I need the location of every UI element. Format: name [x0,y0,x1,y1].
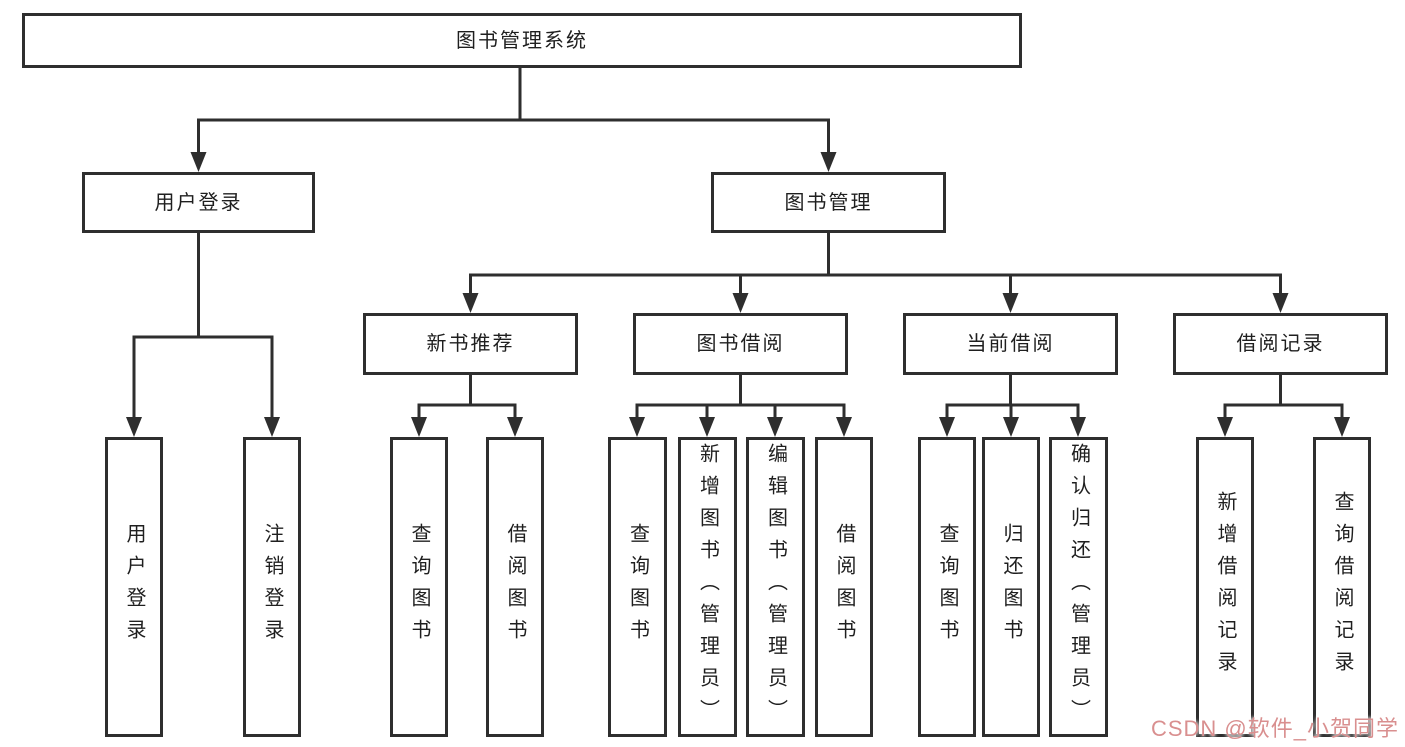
arrowheads [126,152,1350,437]
node-leaf-query-borrow-record-label: 查询借阅记录 [1331,491,1353,683]
node-leaf-query-books-borrowing: 查询图书 [608,437,667,737]
node-leaf-add-books-admin: 新增图书（管理员） [678,437,737,737]
node-new-book-recommend: 新书推荐 [363,313,578,375]
node-root: 图书管理系统 [22,13,1022,68]
node-leaf-user-login-label: 用户登录 [123,523,145,651]
node-leaf-add-books-admin-label: 新增图书（管理员） [696,443,719,731]
node-leaf-query-books-recommend: 查询图书 [390,437,448,737]
node-current-borrowing: 当前借阅 [903,313,1118,375]
node-leaf-edit-books-admin: 编辑图书（管理员） [746,437,805,737]
node-book-management-label: 图书管理 [784,191,873,214]
node-leaf-borrow-books-label: 借阅图书 [833,523,855,651]
node-leaf-return-books-label: 归还图书 [1000,523,1022,651]
node-leaf-query-books-current: 查询图书 [918,437,976,737]
node-leaf-query-books-recommend-label: 查询图书 [408,523,430,651]
node-leaf-add-borrow-record-label: 新增借阅记录 [1214,491,1236,683]
node-leaf-borrow-books: 借阅图书 [815,437,873,737]
node-leaf-add-borrow-record: 新增借阅记录 [1196,437,1254,737]
node-borrowing-records: 借阅记录 [1173,313,1388,375]
node-root-label: 图书管理系统 [456,29,588,52]
node-user-login: 用户登录 [82,172,315,233]
node-leaf-query-borrow-record: 查询借阅记录 [1313,437,1371,737]
node-leaf-user-login: 用户登录 [105,437,163,737]
node-current-borrowing-label: 当前借阅 [966,333,1055,355]
node-book-management: 图书管理 [711,172,946,233]
watermark: CSDN @软件_小贺同学 [1150,716,1399,741]
node-leaf-return-books: 归还图书 [982,437,1040,737]
node-user-login-label: 用户登录 [154,191,243,214]
node-leaf-confirm-return-admin: 确认归还（管理员） [1049,437,1108,737]
node-new-book-recommend-label: 新书推荐 [426,333,515,355]
node-leaf-borrow-books-recommend: 借阅图书 [486,437,544,737]
node-leaf-query-books-current-label: 查询图书 [936,523,958,651]
node-leaf-logout-label: 注销登录 [261,523,283,651]
node-leaf-borrow-books-recommend-label: 借阅图书 [504,523,526,651]
node-leaf-confirm-return-admin-label: 确认归还（管理员） [1067,443,1090,731]
node-leaf-logout: 注销登录 [243,437,301,737]
node-book-borrowing-label: 图书借阅 [696,333,785,355]
node-borrowing-records-label: 借阅记录 [1236,333,1325,355]
node-leaf-edit-books-admin-label: 编辑图书（管理员） [764,443,787,731]
node-book-borrowing: 图书借阅 [633,313,848,375]
node-leaf-query-books-borrowing-label: 查询图书 [626,523,649,651]
